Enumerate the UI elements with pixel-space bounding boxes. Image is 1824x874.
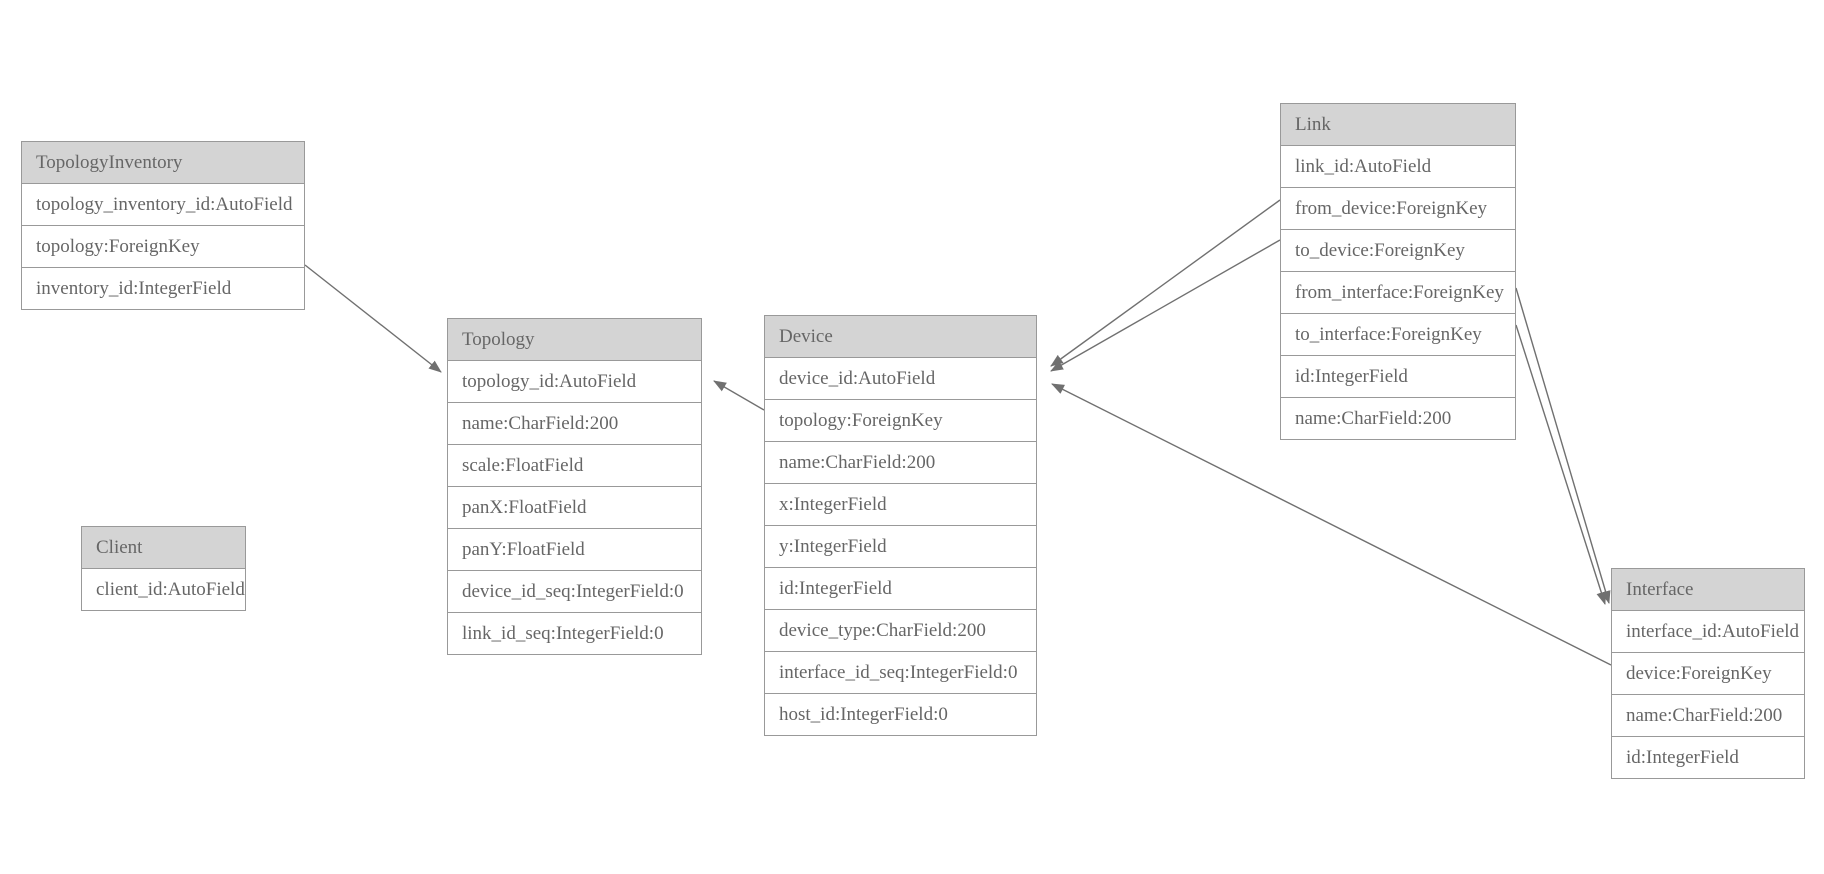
- edge-device-topology: [713, 380, 765, 411]
- entity-title-topology-inventory: TopologyInventory: [22, 142, 304, 184]
- entity-fields-client: client_id:AutoField: [82, 569, 245, 610]
- entity-field[interactable]: link_id:AutoField: [1281, 146, 1515, 188]
- entity-title-topology: Topology: [448, 319, 701, 361]
- entity-field[interactable]: x:IntegerField: [765, 484, 1036, 526]
- entity-field[interactable]: panX:FloatField: [448, 487, 701, 529]
- edge-link-from-device: [1050, 199, 1281, 367]
- entity-field[interactable]: device_id:AutoField: [765, 358, 1036, 400]
- entity-fields-link: link_id:AutoField from_device:ForeignKey…: [1281, 146, 1515, 439]
- entity-title-interface: Interface: [1612, 569, 1804, 611]
- edge-link-to-interface: [1515, 324, 1607, 605]
- entity-field[interactable]: client_id:AutoField: [82, 569, 245, 610]
- entity-device[interactable]: Device device_id:AutoField topology:Fore…: [764, 315, 1037, 736]
- entity-title-client: Client: [82, 527, 245, 569]
- edge-topologyinventory-topology: [304, 264, 442, 373]
- entity-field[interactable]: name:CharField:200: [765, 442, 1036, 484]
- entity-fields-topology: topology_id:AutoField name:CharField:200…: [448, 361, 701, 654]
- entity-field[interactable]: interface_id_seq:IntegerField:0: [765, 652, 1036, 694]
- entity-field[interactable]: panY:FloatField: [448, 529, 701, 571]
- entity-field[interactable]: scale:FloatField: [448, 445, 701, 487]
- entity-topology-inventory[interactable]: TopologyInventory topology_inventory_id:…: [21, 141, 305, 310]
- entity-link[interactable]: Link link_id:AutoField from_device:Forei…: [1280, 103, 1516, 440]
- entity-field[interactable]: id:IntegerField: [1281, 356, 1515, 398]
- entity-topology[interactable]: Topology topology_id:AutoField name:Char…: [447, 318, 702, 655]
- entity-field[interactable]: name:CharField:200: [1281, 398, 1515, 439]
- entity-field[interactable]: y:IntegerField: [765, 526, 1036, 568]
- entity-field[interactable]: topology:ForeignKey: [765, 400, 1036, 442]
- entity-fields-device: device_id:AutoField topology:ForeignKey …: [765, 358, 1036, 735]
- entity-fields-topology-inventory: topology_inventory_id:AutoField topology…: [22, 184, 304, 309]
- edge-link-to-device: [1050, 239, 1281, 372]
- entity-fields-interface: interface_id:AutoField device:ForeignKey…: [1612, 611, 1804, 778]
- entity-field[interactable]: id:IntegerField: [765, 568, 1036, 610]
- entity-field[interactable]: from_interface:ForeignKey: [1281, 272, 1515, 314]
- entity-field[interactable]: to_interface:ForeignKey: [1281, 314, 1515, 356]
- entity-field[interactable]: from_device:ForeignKey: [1281, 188, 1515, 230]
- entity-field[interactable]: host_id:IntegerField:0: [765, 694, 1036, 735]
- entity-field[interactable]: device_id_seq:IntegerField:0: [448, 571, 701, 613]
- entity-field[interactable]: interface_id:AutoField: [1612, 611, 1804, 653]
- entity-client[interactable]: Client client_id:AutoField: [81, 526, 246, 611]
- entity-field[interactable]: device:ForeignKey: [1612, 653, 1804, 695]
- entity-title-device: Device: [765, 316, 1036, 358]
- entity-field[interactable]: topology:ForeignKey: [22, 226, 304, 268]
- entity-field[interactable]: link_id_seq:IntegerField:0: [448, 613, 701, 654]
- entity-field[interactable]: device_type:CharField:200: [765, 610, 1036, 652]
- entity-title-link: Link: [1281, 104, 1515, 146]
- entity-field[interactable]: topology_inventory_id:AutoField: [22, 184, 304, 226]
- entity-field[interactable]: name:CharField:200: [448, 403, 701, 445]
- entity-field[interactable]: to_device:ForeignKey: [1281, 230, 1515, 272]
- entity-interface[interactable]: Interface interface_id:AutoField device:…: [1611, 568, 1805, 779]
- entity-field[interactable]: id:IntegerField: [1612, 737, 1804, 778]
- entity-field[interactable]: inventory_id:IntegerField: [22, 268, 304, 309]
- edge-link-from-interface: [1515, 287, 1611, 604]
- entity-field[interactable]: topology_id:AutoField: [448, 361, 701, 403]
- entity-field[interactable]: name:CharField:200: [1612, 695, 1804, 737]
